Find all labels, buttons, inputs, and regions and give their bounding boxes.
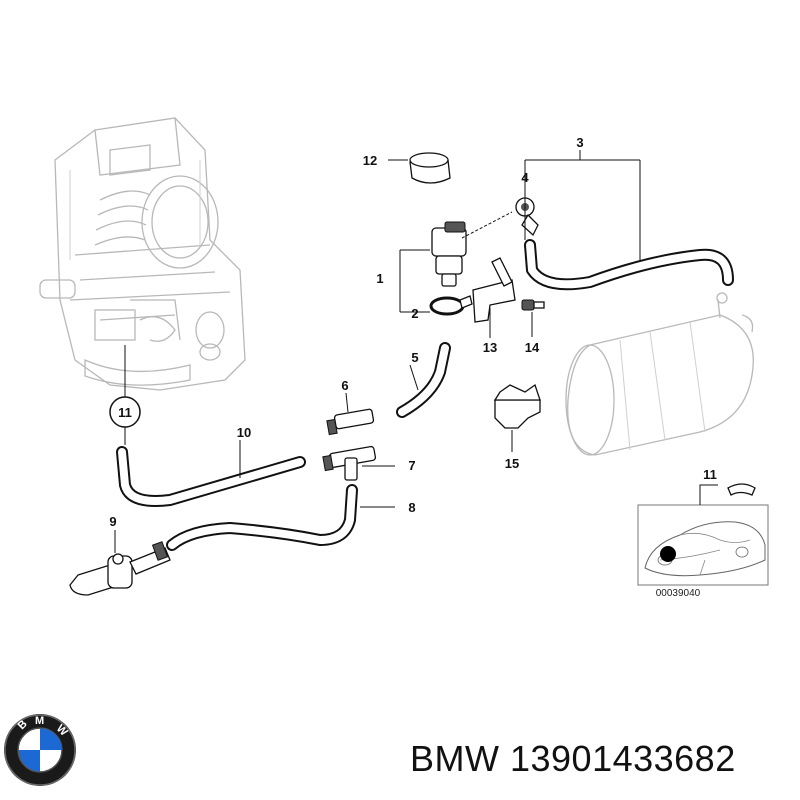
elbow-4 [515, 185, 539, 237]
clamp-15 [493, 383, 541, 452]
inset-reference-number: 00039040 [656, 588, 701, 599]
carbon-canister [565, 292, 754, 456]
callout-11-circle: 11 [109, 396, 141, 445]
callout-11-inset: 11 [703, 467, 717, 482]
bolt-14 [521, 299, 545, 337]
callout-13: 13 [483, 340, 497, 355]
svg-text:M: M [35, 715, 44, 727]
callout-14: 14 [525, 340, 540, 355]
callout-6: 6 [341, 378, 348, 393]
bracket-13 [472, 257, 516, 338]
leader-lines [399, 150, 641, 313]
callout-10: 10 [237, 425, 251, 440]
valve-1 [431, 211, 513, 287]
callout-1: 1 [376, 271, 383, 286]
hose-3 [524, 239, 734, 291]
callout-8: 8 [408, 500, 415, 515]
callout-4: 4 [521, 170, 529, 185]
callout-12: 12 [363, 153, 377, 168]
clip-2 [429, 295, 473, 316]
valve-9 [69, 530, 171, 596]
location-inset: 11 00039040 [637, 467, 769, 599]
callout-15: 15 [505, 456, 519, 471]
callout-11: 11 [118, 405, 132, 420]
throttle-body [39, 117, 246, 400]
cap-12 [388, 152, 451, 184]
connector-6 [326, 392, 375, 436]
brand-part-number-caption: BMW 13901433682 [410, 738, 736, 779]
hose-8 [166, 484, 395, 551]
bmw-logo: B M W [4, 714, 76, 786]
t-piece-7 [322, 445, 395, 481]
callout-5: 5 [411, 350, 418, 365]
hose-10 [116, 440, 306, 507]
callout-3: 3 [576, 135, 583, 150]
callout-labels: 1 2 3 4 5 6 7 8 9 10 12 13 14 15 [109, 135, 583, 529]
callout-9: 9 [109, 514, 116, 529]
callout-2: 2 [411, 306, 418, 321]
callout-7: 7 [408, 458, 415, 473]
hose-5 [396, 342, 451, 418]
